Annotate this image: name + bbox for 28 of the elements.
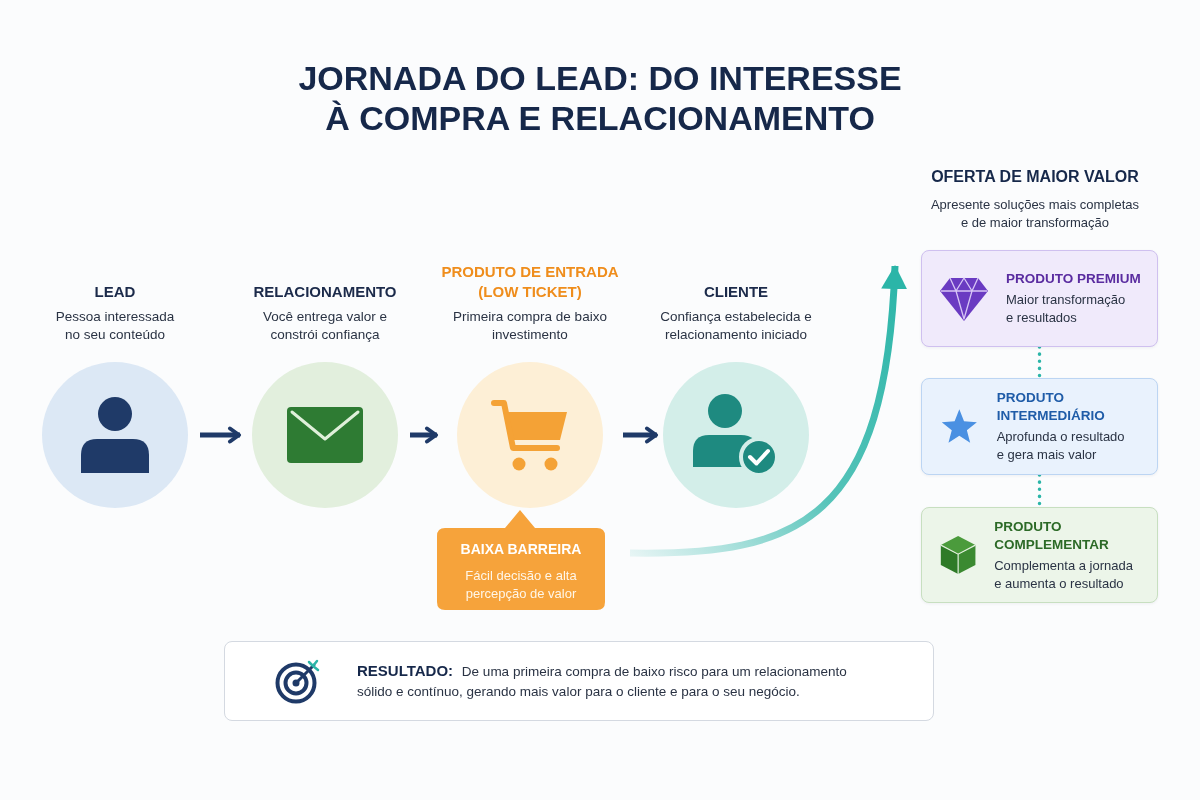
arrow xyxy=(200,426,241,444)
offer-title: PRODUTO PREMIUM xyxy=(1006,270,1141,288)
result-panel xyxy=(224,641,934,721)
callout-title: BAIXA BARREIRA xyxy=(460,540,582,559)
callout-description: Fácil decisão e alta percepção de valor xyxy=(464,567,578,603)
stage-description: Confiança estabelecida e relacionamento iniciado xyxy=(659,308,813,344)
stage-description: Primeira compra de baixo investimento xyxy=(452,308,608,344)
offer-description: Complementa a jornada e aumenta o resultado xyxy=(994,556,1134,593)
offer-card xyxy=(921,507,1158,603)
offer-card xyxy=(921,250,1158,347)
stage-description: Pessoa interessada no seu conteúdo xyxy=(54,308,176,344)
section-heading: OFERTA DE MAIOR VALOR xyxy=(931,167,1139,187)
stage-title: CLIENTE xyxy=(703,282,769,302)
dotted-connector xyxy=(1037,345,1042,380)
stage-description: Você entrega valor e constrói confiança xyxy=(262,308,388,344)
offer-card xyxy=(921,378,1158,475)
stage-title: RELACIONAMENTO xyxy=(253,282,397,302)
diagram-title: JORNADA DO LEAD: DO INTERESSE À COMPRA E RELACIONAMENTO xyxy=(297,58,903,138)
offer-description: Maior transformação e resultados xyxy=(1006,291,1127,327)
stage-title: LEAD xyxy=(94,282,136,302)
arrow xyxy=(623,426,658,444)
offer-title: PRODUTO COMPLEMENTAR xyxy=(994,517,1110,554)
arrow xyxy=(410,426,438,444)
offer-title: PRODUTO INTERMEDIÁRIO xyxy=(996,389,1106,425)
stage-title: PRODUTO DE ENTRADA (LOW TICKET) xyxy=(440,262,620,302)
section-subtitle: Apresente soluções mais completas e de maior transformação xyxy=(929,196,1141,232)
result-text: RESULTADO: De uma primeira compra de baixo risco para um relacionamento sólido e contínuo, gerando mais valor para o cliente e para o seu negócio. xyxy=(357,660,848,701)
offer-description: Aprofunda o resultado e gera mais valor xyxy=(996,428,1126,464)
